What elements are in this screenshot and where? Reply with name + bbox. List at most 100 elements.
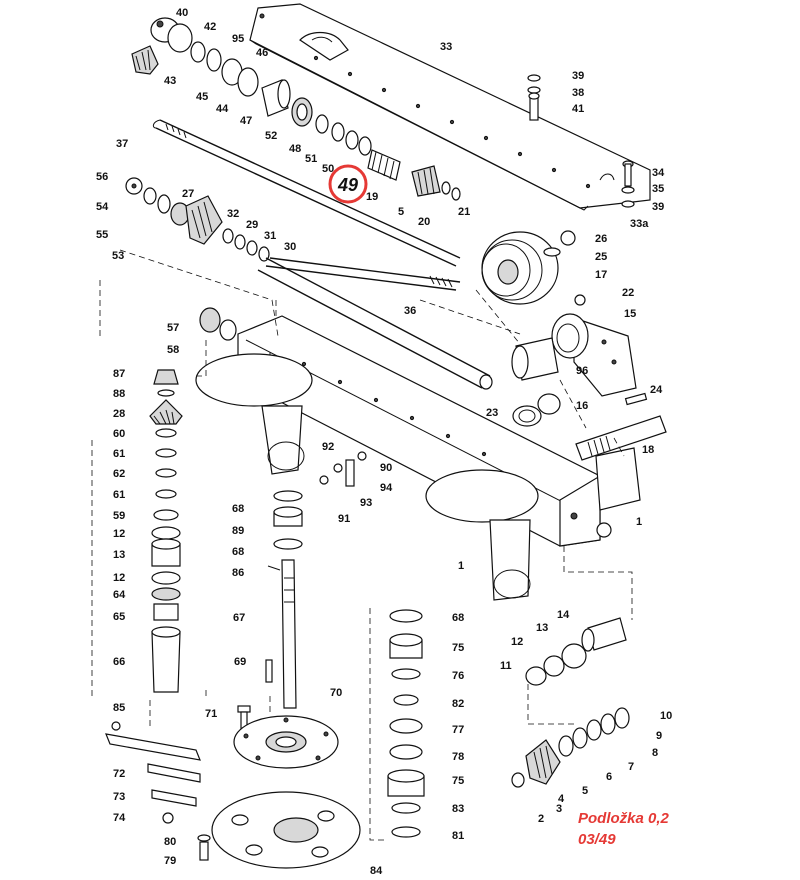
- part-number-52: 52: [265, 130, 277, 142]
- part-number-60: 60: [113, 428, 125, 440]
- part-number-69: 69: [234, 656, 246, 668]
- part-number-33: 33: [440, 41, 452, 53]
- part-number-25: 25: [595, 251, 607, 263]
- part-number-40: 40: [176, 7, 188, 19]
- part-number-47: 47: [240, 115, 252, 127]
- part-number-3: 3: [556, 803, 562, 815]
- part-number-5: 5: [398, 206, 404, 218]
- part-number-20: 20: [418, 216, 430, 228]
- part-number-31: 31: [264, 230, 276, 242]
- part-number-76: 76: [452, 670, 464, 682]
- part-number-80: 80: [164, 836, 176, 848]
- ring-16: [537, 393, 561, 415]
- part-number-2: 2: [538, 813, 544, 825]
- part-number-14: 14: [557, 609, 570, 621]
- part-number-34: 34: [652, 167, 665, 179]
- part-number-50: 50: [322, 163, 334, 175]
- bearing-57: [199, 307, 221, 333]
- part-number-88: 88: [113, 388, 125, 400]
- part-number-4: 4: [558, 793, 565, 805]
- part-number-81: 81: [452, 830, 464, 842]
- note-line-1: Podložka 0,2: [578, 810, 669, 827]
- part-number-41: 41: [572, 103, 584, 115]
- part-number-1: 1: [458, 560, 464, 572]
- pulley-17: [481, 230, 576, 305]
- part-number-6: 6: [606, 771, 612, 783]
- part-number-27: 27: [182, 188, 194, 200]
- part-number-71: 71: [205, 708, 217, 720]
- left-gear-stack: [125, 177, 270, 262]
- part-number-73: 73: [113, 791, 125, 803]
- part-number-12: 12: [113, 528, 125, 540]
- frame-rail-33: [249, 3, 651, 211]
- part-number-58: 58: [167, 344, 179, 356]
- part-number-72: 72: [113, 768, 125, 780]
- part-number-96: 96: [576, 365, 588, 377]
- part-number-39: 39: [652, 201, 664, 213]
- part-number-95: 95: [232, 33, 244, 45]
- part-number-43: 43: [164, 75, 176, 87]
- part-number-90: 90: [380, 462, 392, 474]
- part-number-79: 79: [164, 855, 176, 867]
- part-number-74: 74: [113, 812, 126, 824]
- part-number-89: 89: [232, 525, 244, 537]
- part-number-37: 37: [116, 138, 128, 150]
- knife-plates: [105, 721, 201, 824]
- part-number-83: 83: [452, 803, 464, 815]
- bolt-41: [527, 74, 541, 121]
- part-number-12: 12: [511, 636, 523, 648]
- part-number-24: 24: [650, 384, 663, 396]
- part-number-56: 56: [96, 171, 108, 183]
- part-number-33a: 33a: [630, 218, 649, 230]
- part-number-92: 92: [322, 441, 334, 453]
- part-number-30: 30: [284, 241, 296, 253]
- bushing-96: [511, 337, 559, 381]
- bearing-23: [512, 405, 542, 427]
- ring-58: [219, 319, 237, 341]
- part-number-21: 21: [458, 206, 470, 218]
- part-number-17: 17: [595, 269, 607, 281]
- left-vertical-stack: [149, 369, 183, 693]
- part-number-55: 55: [96, 229, 108, 241]
- drive-shaft-37: [152, 119, 461, 267]
- part-number-16: 16: [576, 400, 588, 412]
- part-number-46: 46: [256, 47, 268, 59]
- part-number-68: 68: [232, 503, 244, 515]
- part-number-64: 64: [113, 589, 126, 601]
- part-number-65: 65: [113, 611, 125, 623]
- part-number-29: 29: [246, 219, 258, 231]
- part-number-11: 11: [500, 660, 512, 672]
- part-number-5: 5: [582, 785, 588, 797]
- part-number-51: 51: [305, 153, 317, 165]
- part-number-82: 82: [452, 698, 464, 710]
- part-number-38: 38: [572, 87, 584, 99]
- part-number-10: 10: [660, 710, 672, 722]
- part-number-66: 66: [113, 656, 125, 668]
- top-shaft-assembly: [131, 17, 372, 156]
- main-frame-housing: [195, 315, 641, 601]
- part-number-61: 61: [113, 489, 125, 501]
- part-number-67: 67: [233, 612, 245, 624]
- note-box: Podložka 0,2 03/49: [578, 808, 669, 850]
- part-number-45: 45: [196, 91, 208, 103]
- part-number-15: 15: [624, 308, 636, 320]
- part-number-23: 23: [486, 407, 498, 419]
- part-number-62: 62: [113, 468, 125, 480]
- lower-right-parts: [511, 617, 630, 788]
- part-number-12: 12: [113, 572, 125, 584]
- part-number-28: 28: [113, 408, 125, 420]
- part-number-70: 70: [330, 687, 342, 699]
- shaft-30: [269, 257, 461, 283]
- long-shaft-36: [257, 257, 493, 390]
- part-number-1: 1: [636, 516, 642, 528]
- part-number-13: 13: [536, 622, 548, 634]
- center-vertical-stack: [265, 490, 303, 709]
- part-number-22: 22: [622, 287, 634, 299]
- part-number-85: 85: [113, 702, 125, 714]
- part-number-26: 26: [595, 233, 607, 245]
- part-number-68: 68: [452, 612, 464, 624]
- part-number-18: 18: [642, 444, 654, 456]
- part-number-35: 35: [652, 183, 664, 195]
- part-number-44: 44: [216, 103, 229, 115]
